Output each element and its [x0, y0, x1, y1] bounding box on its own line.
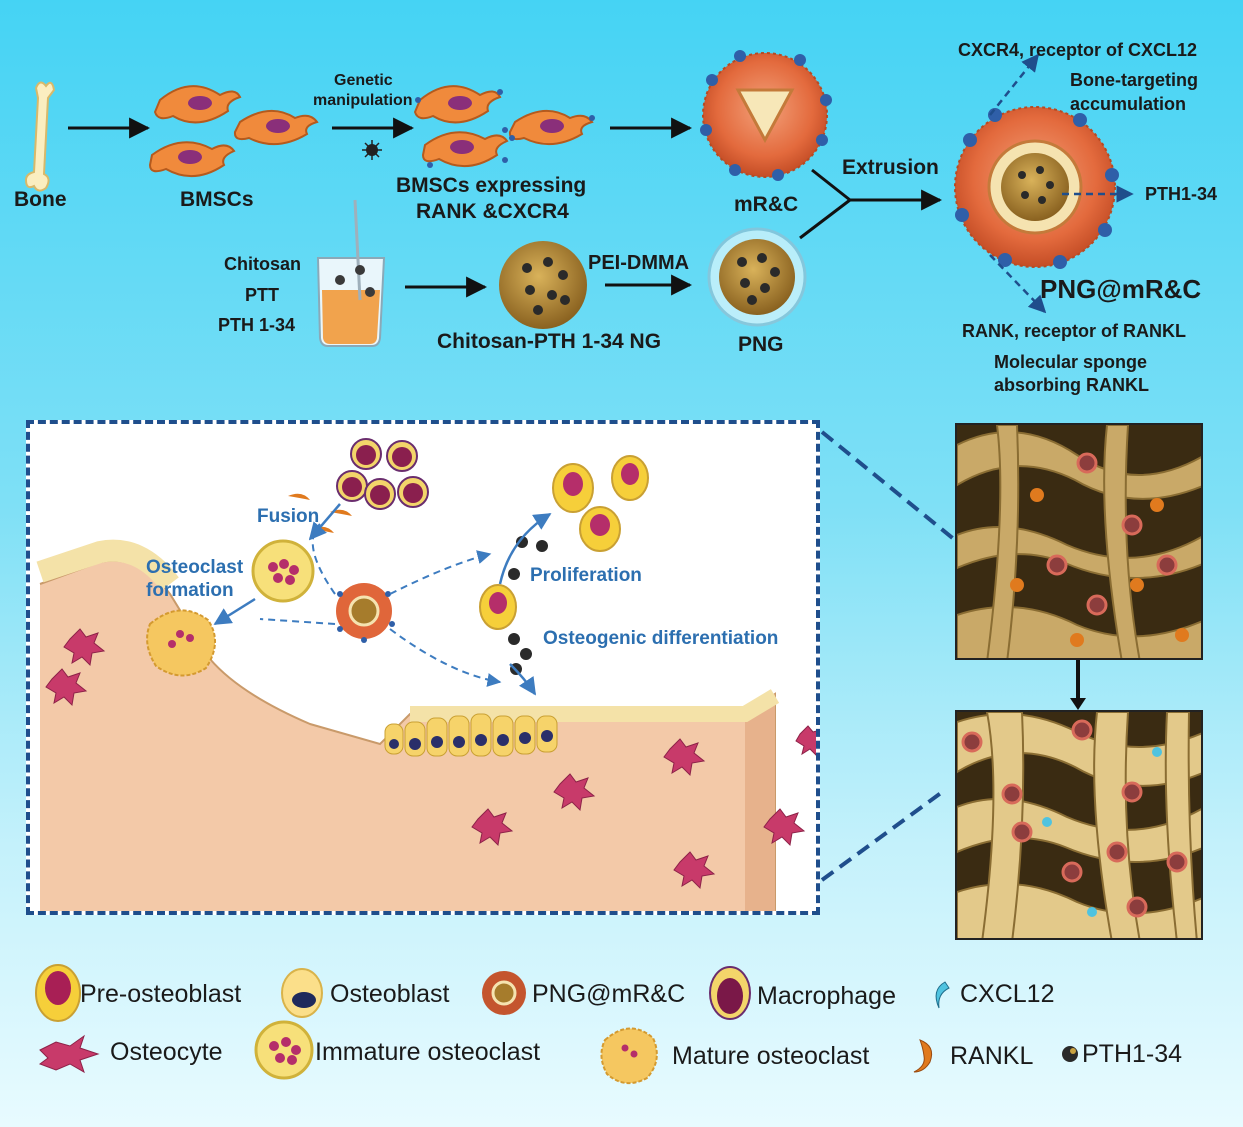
- trabecular-bone-panel-before: [955, 423, 1203, 660]
- bone-remodeling-inset: Fusion Osteoclast formation Proliferatio…: [26, 420, 820, 915]
- pre-osteoblast-icon: [35, 964, 81, 1022]
- label-manipulation: manipulation: [313, 92, 413, 109]
- legend-pre-osteoblast: Pre-osteoblast: [80, 980, 242, 1008]
- label-proliferation: Proliferation: [530, 565, 642, 586]
- top-schematic: [24, 50, 1134, 347]
- label-ng: Chitosan-PTH 1-34 NG: [437, 330, 662, 353]
- macrophage-icon: [709, 966, 751, 1020]
- label-pth: PTH 1-34: [218, 315, 296, 335]
- label-png-mrc: PNG@mR&C: [1040, 274, 1202, 304]
- arrow-rank: [989, 254, 1047, 314]
- immature-osteoclast-icon: [254, 1020, 314, 1080]
- legend-macrophage: Macrophage: [757, 982, 896, 1010]
- osteocyte-icon: [38, 1034, 100, 1074]
- arrow-cxcr4: [989, 53, 1040, 116]
- mrc-vesicle-icon: [700, 50, 832, 181]
- label-rank-cxcr4: RANK &CXCR4: [416, 200, 569, 223]
- legend-cxcl12: CXCL12: [960, 980, 1055, 1008]
- legend-pth: PTH1-34: [1082, 1040, 1183, 1068]
- label-fusion: Fusion: [257, 506, 320, 527]
- chitosan-pth-ng-icon: [499, 241, 587, 329]
- label-chitosan: Chitosan: [224, 254, 302, 274]
- virus-icon: [362, 140, 382, 160]
- png-mrc-icon: [482, 971, 526, 1015]
- legend-immature-osteoclast: Immature osteoclast: [315, 1038, 541, 1066]
- bone-icon: [24, 81, 56, 192]
- legend-mature-osteoclast: Mature osteoclast: [672, 1042, 870, 1070]
- legend-osteoblast: Osteoblast: [330, 980, 450, 1008]
- label-genetic: Genetic: [334, 72, 393, 89]
- legend-png-mrc: PNG@mR&C: [532, 980, 686, 1008]
- label-bone-targeting: Bone-targeting: [1070, 70, 1198, 90]
- bmsc-cells-icon: [148, 85, 319, 178]
- label-pth-release: PTH1-34: [1145, 184, 1218, 204]
- label-ptt: PTT: [245, 285, 279, 305]
- label-molecular-sponge: Molecular sponge: [994, 352, 1148, 372]
- label-osteogenic-differentiation: Osteogenic differentiation: [543, 628, 779, 649]
- beaker-icon: [316, 199, 386, 347]
- png-icon: [707, 227, 807, 327]
- label-bmscs-expressing: BMSCs expressing: [396, 174, 587, 197]
- mature-osteoclast-icon: [600, 1027, 658, 1085]
- rankl-icon: [913, 1039, 933, 1073]
- label-absorbing-rankl: absorbing RANKL: [994, 375, 1149, 395]
- bone-tissue-illustration: [36, 438, 816, 911]
- engineered-bmsc-cells-icon: [413, 85, 595, 168]
- label-osteoclast: Osteoclast: [146, 557, 244, 578]
- label-cxcr4: CXCR4, receptor of CXCL12: [958, 40, 1198, 60]
- cxcl12-icon: [935, 981, 950, 1009]
- png-mrc-particle-icon: [954, 106, 1119, 269]
- legend-osteocyte: Osteocyte: [110, 1038, 223, 1066]
- label-bone: Bone: [14, 188, 67, 211]
- trabecular-bone-panel-after: [955, 710, 1203, 940]
- label-pei-dmma: PEI-DMMA: [588, 252, 690, 274]
- label-rank-receptor: RANK, receptor of RANKL: [962, 321, 1187, 341]
- label-png: PNG: [738, 333, 784, 356]
- label-extrusion: Extrusion: [842, 156, 939, 179]
- label-mrc: mR&C: [734, 193, 799, 216]
- pth-icon: [1062, 1046, 1078, 1062]
- legend-rankl: RANKL: [950, 1042, 1034, 1070]
- osteoblast-icon: [281, 968, 323, 1018]
- label-formation: formation: [146, 580, 234, 601]
- label-bmscs: BMSCs: [180, 188, 254, 211]
- label-accumulation: accumulation: [1070, 94, 1187, 114]
